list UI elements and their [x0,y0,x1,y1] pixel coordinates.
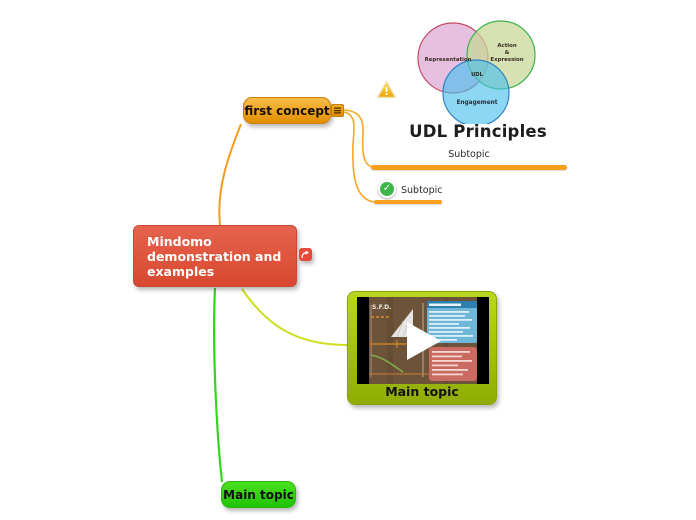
thumbnail-caption: S.F.D. [372,304,391,311]
first-concept-node[interactable]: first concept [243,97,331,124]
check-glyph: ✓ [382,183,392,194]
venn-label-action-2: & [505,50,510,56]
root-topic-label: Mindomo demonstration and examples [147,233,282,279]
subtopic1-label: Subtopic [448,149,490,160]
first-concept-label: first concept [244,103,330,118]
connector-root-to-first-concept [218,123,242,226]
subtopic1-node[interactable] [371,165,567,170]
venn-caption: UDL Principles [409,122,547,141]
connector-root-to-bottom-topic [212,287,224,483]
connector-first-concept-to-subtopic2 [343,111,375,203]
notes-glyph: ≡ [332,104,343,117]
warning-glyph: ! [384,85,389,98]
video-topic-node[interactable]: S.F.D. [347,291,497,405]
venn-label-action-1: Action [497,43,516,49]
connector-first-concept-to-subtopic1 [343,109,373,168]
venn-circle-engagement [442,59,510,124]
warning-icon[interactable]: ! [376,80,397,100]
thumbnail-red-panel [429,347,477,381]
root-topic-node[interactable]: Mindomo demonstration and examples [133,225,297,287]
udl-venn-image[interactable]: Representation Action & Expression UDL E… [408,12,548,148]
bottom-topic-label: Main topic [223,487,294,502]
arrow-curve-ne-icon [301,250,309,259]
venn-label-engagement: Engagement [456,100,497,106]
thumbnail-blue-panel [427,301,477,343]
check-icon[interactable]: ✓ [378,180,396,198]
video-thumbnail[interactable]: S.F.D. [357,297,489,384]
video-thumbnail-art: S.F.D. [357,297,489,384]
subtopic2-label: Subtopic [401,185,443,196]
warning-triangle: ! [376,80,397,99]
bottom-topic-node[interactable]: Main topic [221,481,296,508]
venn-label-representation: Representation [425,57,472,63]
video-topic-label: Main topic [385,384,459,399]
connector-root-to-video-topic [241,288,348,346]
venn-label-udl: UDL [471,72,484,78]
root-topic-badge[interactable] [299,248,312,261]
play-icon[interactable] [407,322,441,360]
venn-circles: Representation Action & Expression UDL E… [417,20,536,124]
notes-icon[interactable]: ≡ [331,104,344,117]
venn-label-action-3: Expression [490,57,523,63]
subtopic2-node[interactable] [374,200,442,204]
